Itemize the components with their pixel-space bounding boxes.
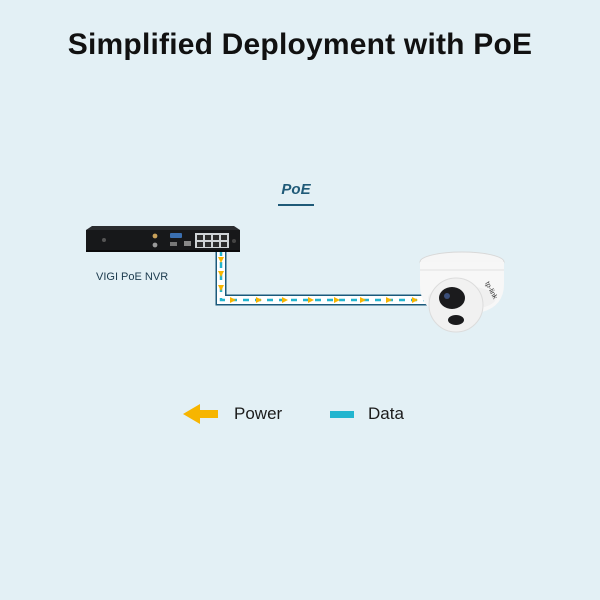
dash-icon: [330, 410, 354, 418]
page-title: Simplified Deployment with PoE: [67, 28, 533, 61]
nvr-device: [86, 226, 240, 252]
arrow-left-icon: [183, 404, 218, 424]
legend-power: Power: [182, 402, 282, 426]
poe-cable: [215, 248, 432, 306]
legend-data-label: Data: [368, 404, 404, 423]
poe-underline: [278, 204, 314, 206]
turret-camera: tp-link: [419, 251, 505, 333]
legend-data: Data: [330, 402, 404, 426]
poe-label: PoE: [281, 181, 311, 198]
power-flow-arrows: [218, 257, 418, 303]
legend-power-label: Power: [234, 404, 283, 423]
nvr-caption: VIGI PoE NVR: [96, 271, 169, 283]
legend-power-icon-spacer: [182, 414, 220, 415]
